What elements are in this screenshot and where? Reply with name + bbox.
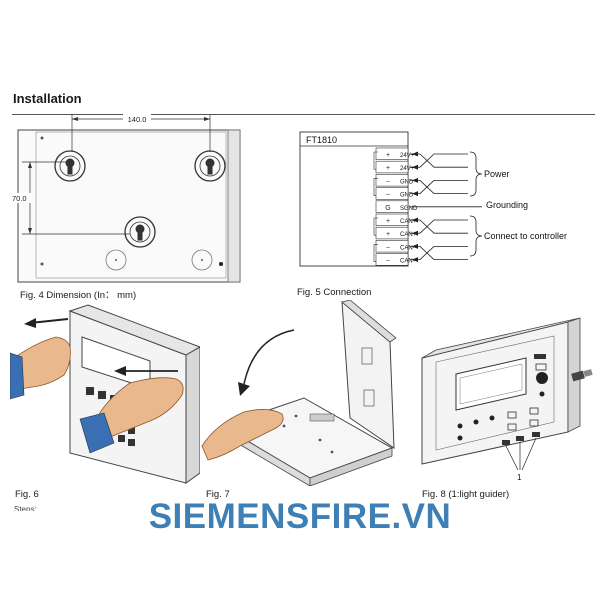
mounting-hole-bottom-center xyxy=(124,216,156,248)
terminal-sign-1: + xyxy=(386,152,390,159)
terminal-sign-5: G xyxy=(385,205,390,212)
fig5-device-label: FT1810 xyxy=(306,135,337,145)
fig5-controller-label: Connect to controller xyxy=(484,231,567,241)
mounting-hole-top-right xyxy=(194,150,226,182)
terminal-label-7: CAN+ xyxy=(400,232,417,238)
terminal-label-8: CAN- xyxy=(400,245,415,251)
fig6-removing-front-cover xyxy=(10,304,200,484)
fig8-callout-1: 1 xyxy=(517,473,522,482)
fig5-power-label: Power xyxy=(484,169,510,179)
terminal-label-6: CAN+ xyxy=(400,219,417,225)
heading-rule xyxy=(12,114,595,115)
fig4-dimension-drawing: 140.0 70.0 xyxy=(10,113,241,283)
fig6-caption: Fig. 6 xyxy=(15,489,39,500)
terminal-label-3: GND xyxy=(400,179,414,185)
fig4-height-label: 70.0 xyxy=(12,194,27,203)
terminal-sign-3: − xyxy=(386,178,390,185)
terminal-sign-7: + xyxy=(386,231,390,238)
fig7-caption: Fig. 7 xyxy=(206,489,230,500)
steps-fragment: Steps: xyxy=(14,505,37,511)
terminal-sign-8: − xyxy=(386,244,390,251)
fig5-connection-diagram: FT1810 +24V+ +24V+ − GND − GND G SGND + CAN+ + CAN+… xyxy=(299,131,567,267)
mounting-hole-top-left xyxy=(54,150,86,182)
terminal-sign-6: + xyxy=(386,218,390,225)
watermark: SIEMENSFIRE.VN xyxy=(148,497,452,536)
terminal-sign-9: − xyxy=(386,258,390,265)
terminal-label-9: CAN- xyxy=(400,259,415,265)
terminal-label-5: SGND xyxy=(400,206,418,212)
fig8-caption: Fig. 8 (1:light guider) xyxy=(422,489,510,500)
fig4-width-label: 140.0 xyxy=(128,115,147,124)
terminal-label-2: 24V+ xyxy=(400,166,415,172)
terminal-sign-4: − xyxy=(386,192,390,199)
fig8-light-guider: 1 xyxy=(421,317,593,482)
terminal-label-1: 24V+ xyxy=(400,153,415,159)
fig5-grounding-label: Grounding xyxy=(486,200,528,210)
fig7-opening-housing xyxy=(201,300,397,486)
terminal-label-4: GND xyxy=(400,193,414,199)
fig4-caption: Fig. 4 Dimension (In： mm) xyxy=(20,290,137,301)
section-heading: Installation xyxy=(13,91,82,106)
fig5-caption: Fig. 5 Connection xyxy=(297,287,372,298)
terminal-sign-2: + xyxy=(386,165,390,172)
